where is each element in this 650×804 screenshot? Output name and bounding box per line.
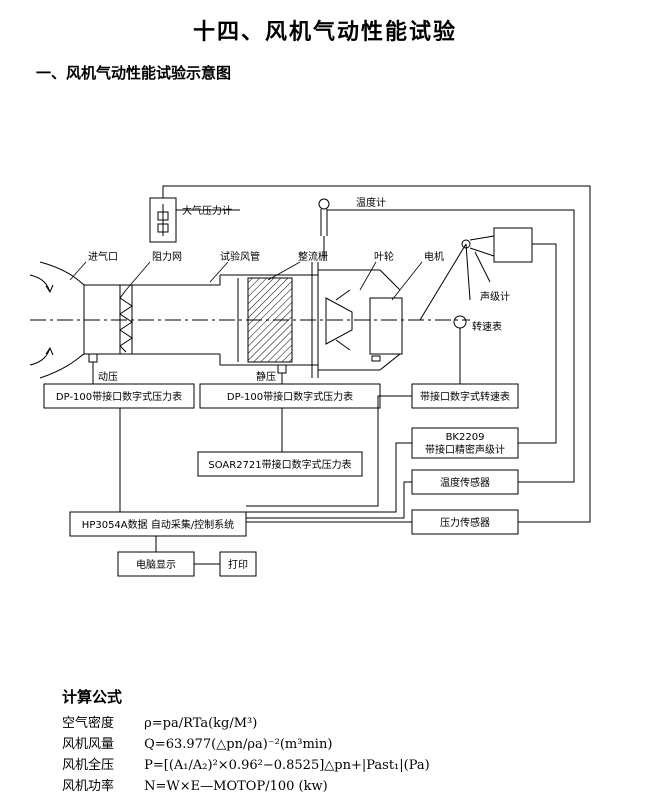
tachometer-box-label: 带接口数字式转速表 <box>420 390 510 403</box>
dp-gauge-box-1 <box>43 383 195 409</box>
soar-gauge-label: SOAR2721带接口数字式压力表 <box>208 458 351 471</box>
formula-row: 风机功率 N=W×E—MOTOP/100 (kw) <box>62 776 622 797</box>
inlet-bellmouth <box>29 261 220 379</box>
label-atm-gauge: 大气压力计 <box>182 204 232 217</box>
formula-expression: N=W×E—MOTOP/100 (kw) <box>144 779 328 794</box>
formula-row: 空气密度 ρ=pa/RTa(kg/M³) <box>62 713 622 734</box>
dp-gauge-2-label: DP-100带接口数字式压力表 <box>227 390 353 403</box>
test-duct <box>150 274 318 366</box>
label-impeller: 叶轮 <box>374 250 394 263</box>
label-thermometer: 温度计 <box>356 196 386 209</box>
test-setup-diagram: 大气压力计 温度计 进气口 阻力网 试验风管 整流栅 叶轮 电机 声级计 转速表… <box>29 185 591 577</box>
label-damper: 阻力网 <box>152 250 182 263</box>
label-static-pressure: 静压 <box>256 370 276 383</box>
section-title: 一、风机气动性能试验示意图 <box>36 64 232 82</box>
page-title: 十四、风机气动性能试验 <box>192 19 457 45</box>
bk2209-label: BK2209 <box>446 432 485 443</box>
formula-row: 风机风量 Q=63.977(△pn/ρa)⁻²(m³min) <box>62 734 622 755</box>
thermometer <box>318 198 348 258</box>
dp-gauge-1-label: DP-100带接口数字式压力表 <box>56 390 182 403</box>
daq-system-box <box>69 511 247 537</box>
formula-row: 风机全压 P=[(A₁/A₂)²×0.96²−0.8525]△pn+|Past₁… <box>62 755 622 776</box>
label-tachometer: 转速表 <box>472 320 502 333</box>
formula-section: 计算公式 空气密度 ρ=pa/RTa(kg/M³) 风机风量 Q=63.977(… <box>62 686 622 797</box>
formula-heading: 计算公式 <box>62 688 123 706</box>
label-motor: 电机 <box>424 250 444 263</box>
formula-expression: P=[(A₁/A₂)²×0.96²−0.8525]△pn+|Past₁|(Pa) <box>144 758 430 773</box>
computer-display-label: 电脑显示 <box>136 558 176 571</box>
printer-label: 打印 <box>228 558 248 571</box>
daq-system-label: HP3054A数据 自动采集/控制系统 <box>82 518 234 531</box>
label-test-duct: 试验风管 <box>220 250 260 263</box>
formula-name: 空气密度 <box>62 716 115 731</box>
formula-name: 风机全压 <box>62 758 115 773</box>
formula-name: 风机风量 <box>62 737 115 752</box>
label-sound-meter: 声级计 <box>480 290 510 303</box>
label-straightener: 整流栅 <box>298 250 328 263</box>
temperature-sensor-label: 温度传感器 <box>440 476 490 489</box>
label-inlet: 进气口 <box>88 250 118 263</box>
formula-expression: ρ=pa/RTa(kg/M³) <box>144 716 258 731</box>
soar-gauge-box <box>197 451 363 477</box>
formula-name: 风机功率 <box>62 779 115 794</box>
formula-expression: Q=63.977(△pn/ρa)⁻²(m³min) <box>144 737 333 752</box>
sound-level-box-label: 带接口精密声级计 <box>425 443 505 456</box>
pressure-taps <box>88 353 287 384</box>
tachometer-sensor <box>453 315 467 384</box>
flow-straightener <box>237 277 293 363</box>
damper-screen <box>119 285 133 354</box>
label-leaders <box>69 261 423 301</box>
wiring <box>119 185 591 565</box>
label-dynamic-pressure: 动压 <box>98 371 118 383</box>
barometer <box>149 197 240 243</box>
sound-meter <box>419 227 533 321</box>
fan-assembly <box>311 262 403 378</box>
pressure-sensor-label: 压力传感器 <box>440 516 490 529</box>
